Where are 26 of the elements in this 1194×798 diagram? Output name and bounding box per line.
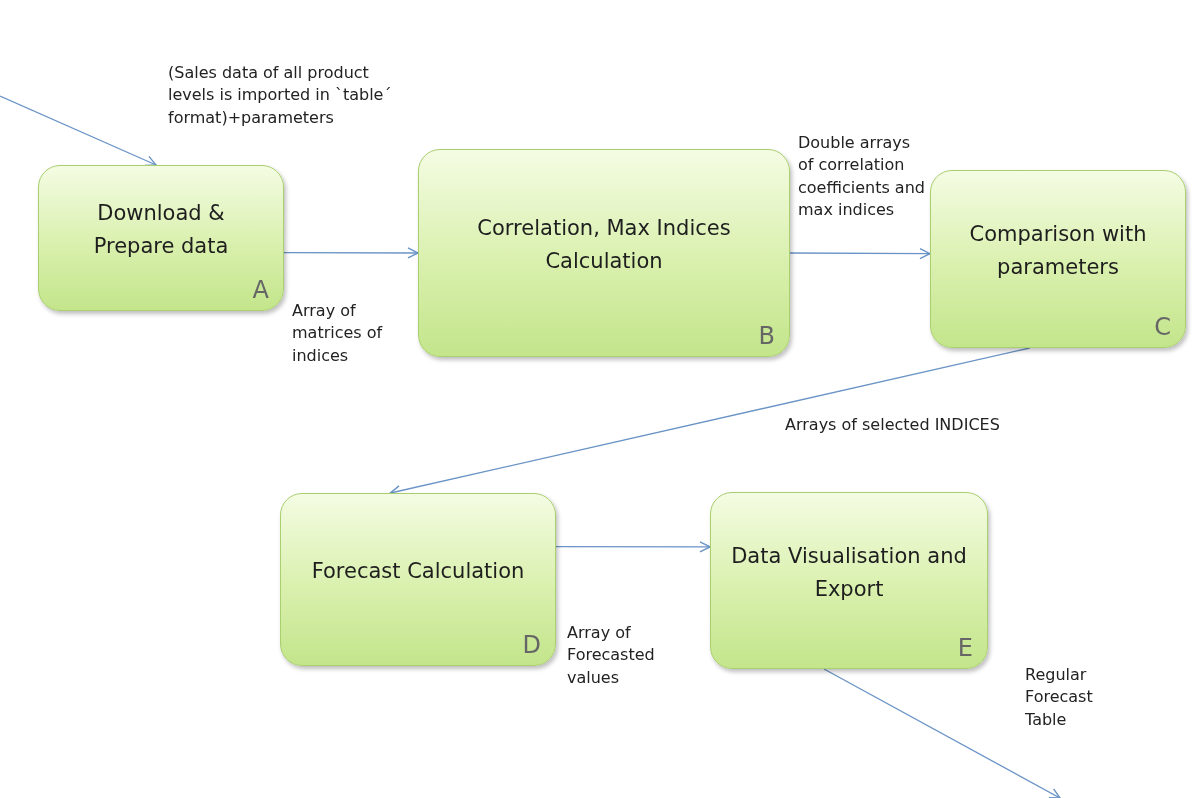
step-letter: D bbox=[522, 631, 541, 659]
arrow bbox=[0, 95, 157, 167]
edge-label: Regular Forecast Table bbox=[1025, 664, 1094, 731]
process-title: Comparison with parameters bbox=[968, 221, 1148, 281]
edge-label: Double arrays of correlation coefficients and max indices bbox=[798, 132, 926, 222]
arrow bbox=[789, 247, 931, 260]
process-box bbox=[418, 149, 790, 357]
process-box bbox=[280, 493, 556, 666]
edge-label: Arrays of selected INDICES bbox=[785, 414, 1001, 436]
step-letter: C bbox=[1154, 313, 1171, 341]
process-title: Forecast Calculation bbox=[311, 558, 525, 586]
arrow bbox=[823, 668, 1061, 798]
process-title: Download & Prepare data bbox=[92, 200, 230, 260]
process-box bbox=[38, 165, 284, 311]
edge-label: Array of matrices of indices bbox=[292, 300, 384, 367]
process-box bbox=[930, 170, 1186, 348]
process-title: Correlation, Max Indices Calculation bbox=[476, 215, 732, 275]
step-letter: A bbox=[252, 276, 269, 304]
arrow bbox=[555, 541, 711, 553]
step-letter: E bbox=[957, 634, 973, 662]
process-box bbox=[710, 492, 988, 669]
arrow bbox=[283, 247, 419, 259]
step-letter: B bbox=[758, 322, 775, 350]
edge-label: (Sales data of all product levels is imported in `table´ format)+parameters bbox=[168, 62, 393, 129]
process-title: Data Visualisation and Export bbox=[730, 542, 968, 603]
edge-label: Array of Forecasted values bbox=[567, 622, 656, 689]
